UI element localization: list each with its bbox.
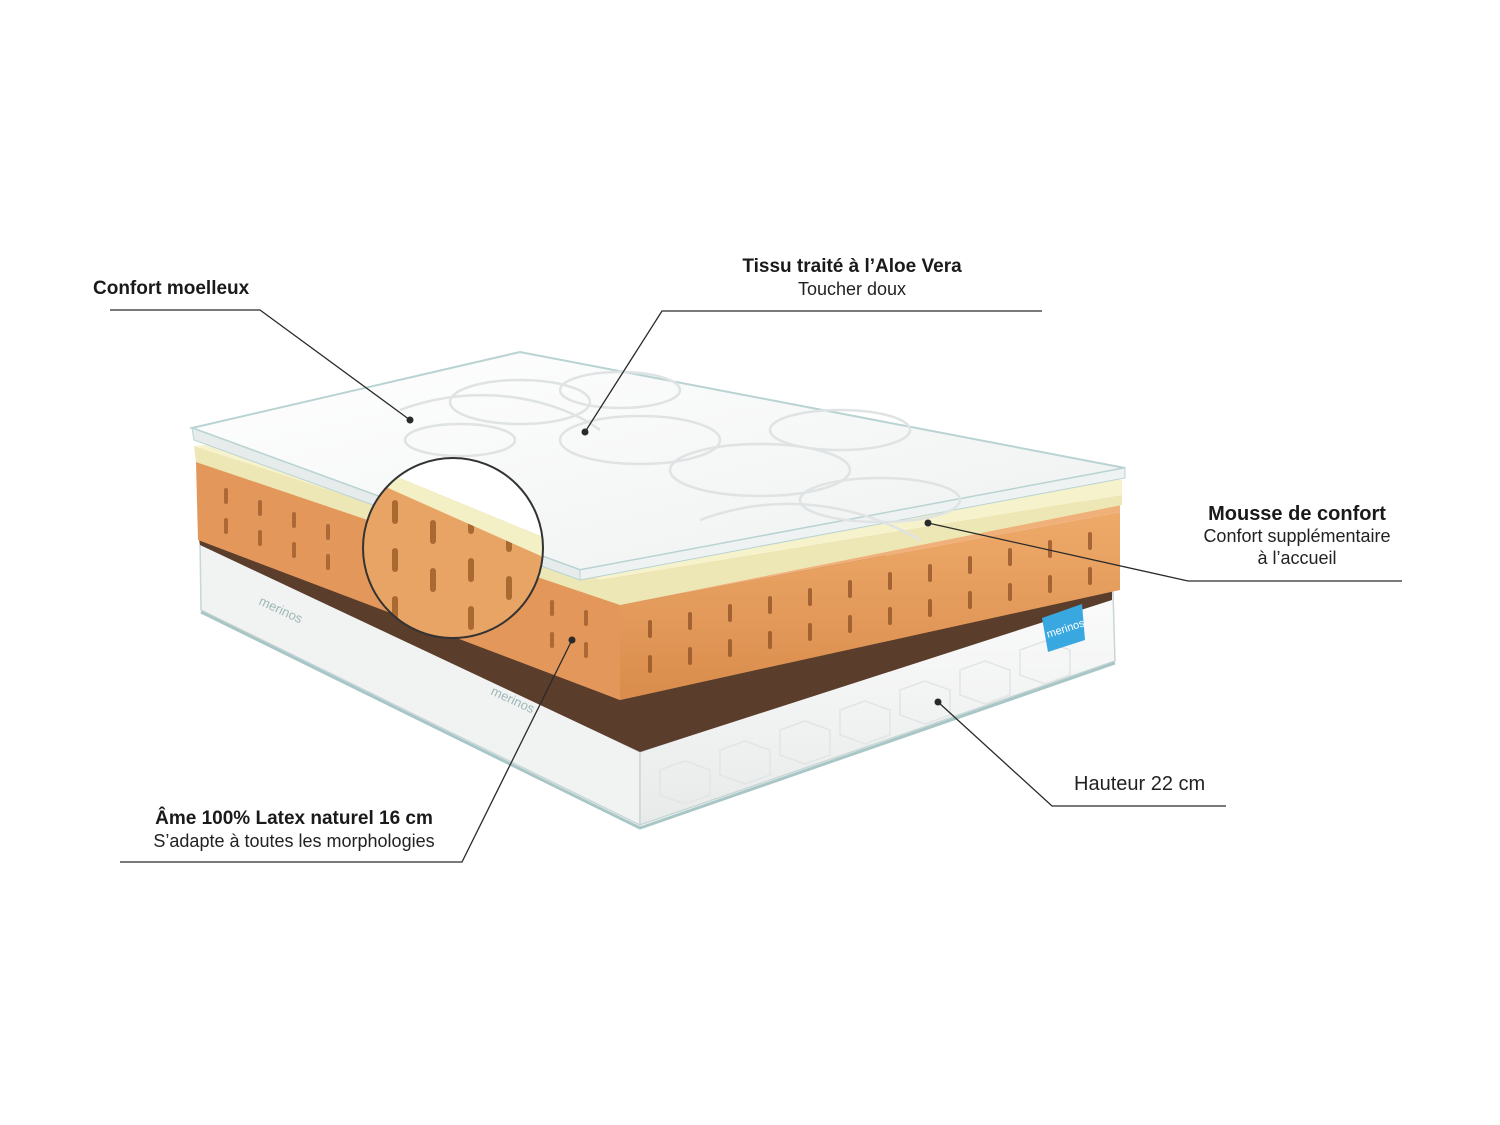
leader-confort <box>110 309 411 421</box>
leader-ame <box>120 639 573 863</box>
callout-title: Tissu traité à l’Aloe Vera <box>742 256 962 277</box>
dot-ame <box>568 636 576 644</box>
callout-title: Confort moelleux <box>93 278 250 299</box>
quilt-pattern <box>659 640 1071 805</box>
callout-confort-moelleux: Confort moelleux <box>93 278 249 300</box>
callout-title: Âme 100% Latex naturel 16 cm <box>155 808 433 829</box>
brand-tag: merinos <box>1042 604 1087 652</box>
leader-hauteur <box>937 701 1226 807</box>
latex-front-face <box>620 512 1120 700</box>
callout-subtitle: Toucher doux <box>797 279 907 299</box>
callout-tissu: Tissu traité à l’Aloe Vera Toucher doux <box>700 256 1004 300</box>
callout-subtitle: S’adapte à toutes les morphologies <box>153 831 435 851</box>
callout-mousse: Mousse de confort Confort supplémentaire… <box>1180 503 1414 569</box>
mattress-base <box>199 536 1116 830</box>
leader-lines <box>110 309 1402 863</box>
latex-holes <box>224 488 588 658</box>
callout-title: Mousse de confort <box>1208 503 1386 525</box>
leaf-motif <box>399 370 962 542</box>
callout-subtitle-line1: Confort supplémentaire <box>1203 526 1391 546</box>
magnifier <box>362 457 544 639</box>
callout-subtitle-line2: à l’accueil <box>1257 548 1337 568</box>
leader-mousse <box>927 522 1402 582</box>
leader-tissu <box>584 310 1042 433</box>
dot-mousse <box>924 519 932 527</box>
callout-hauteur: Hauteur 22 cm <box>1074 773 1205 795</box>
dot-tissu <box>581 428 589 436</box>
dot-confort <box>406 416 414 424</box>
callout-ame-latex: Âme 100% Latex naturel 16 cm S’adapte à … <box>120 808 468 852</box>
callout-text: Hauteur 22 cm <box>1074 773 1206 795</box>
dot-hauteur <box>934 698 942 706</box>
